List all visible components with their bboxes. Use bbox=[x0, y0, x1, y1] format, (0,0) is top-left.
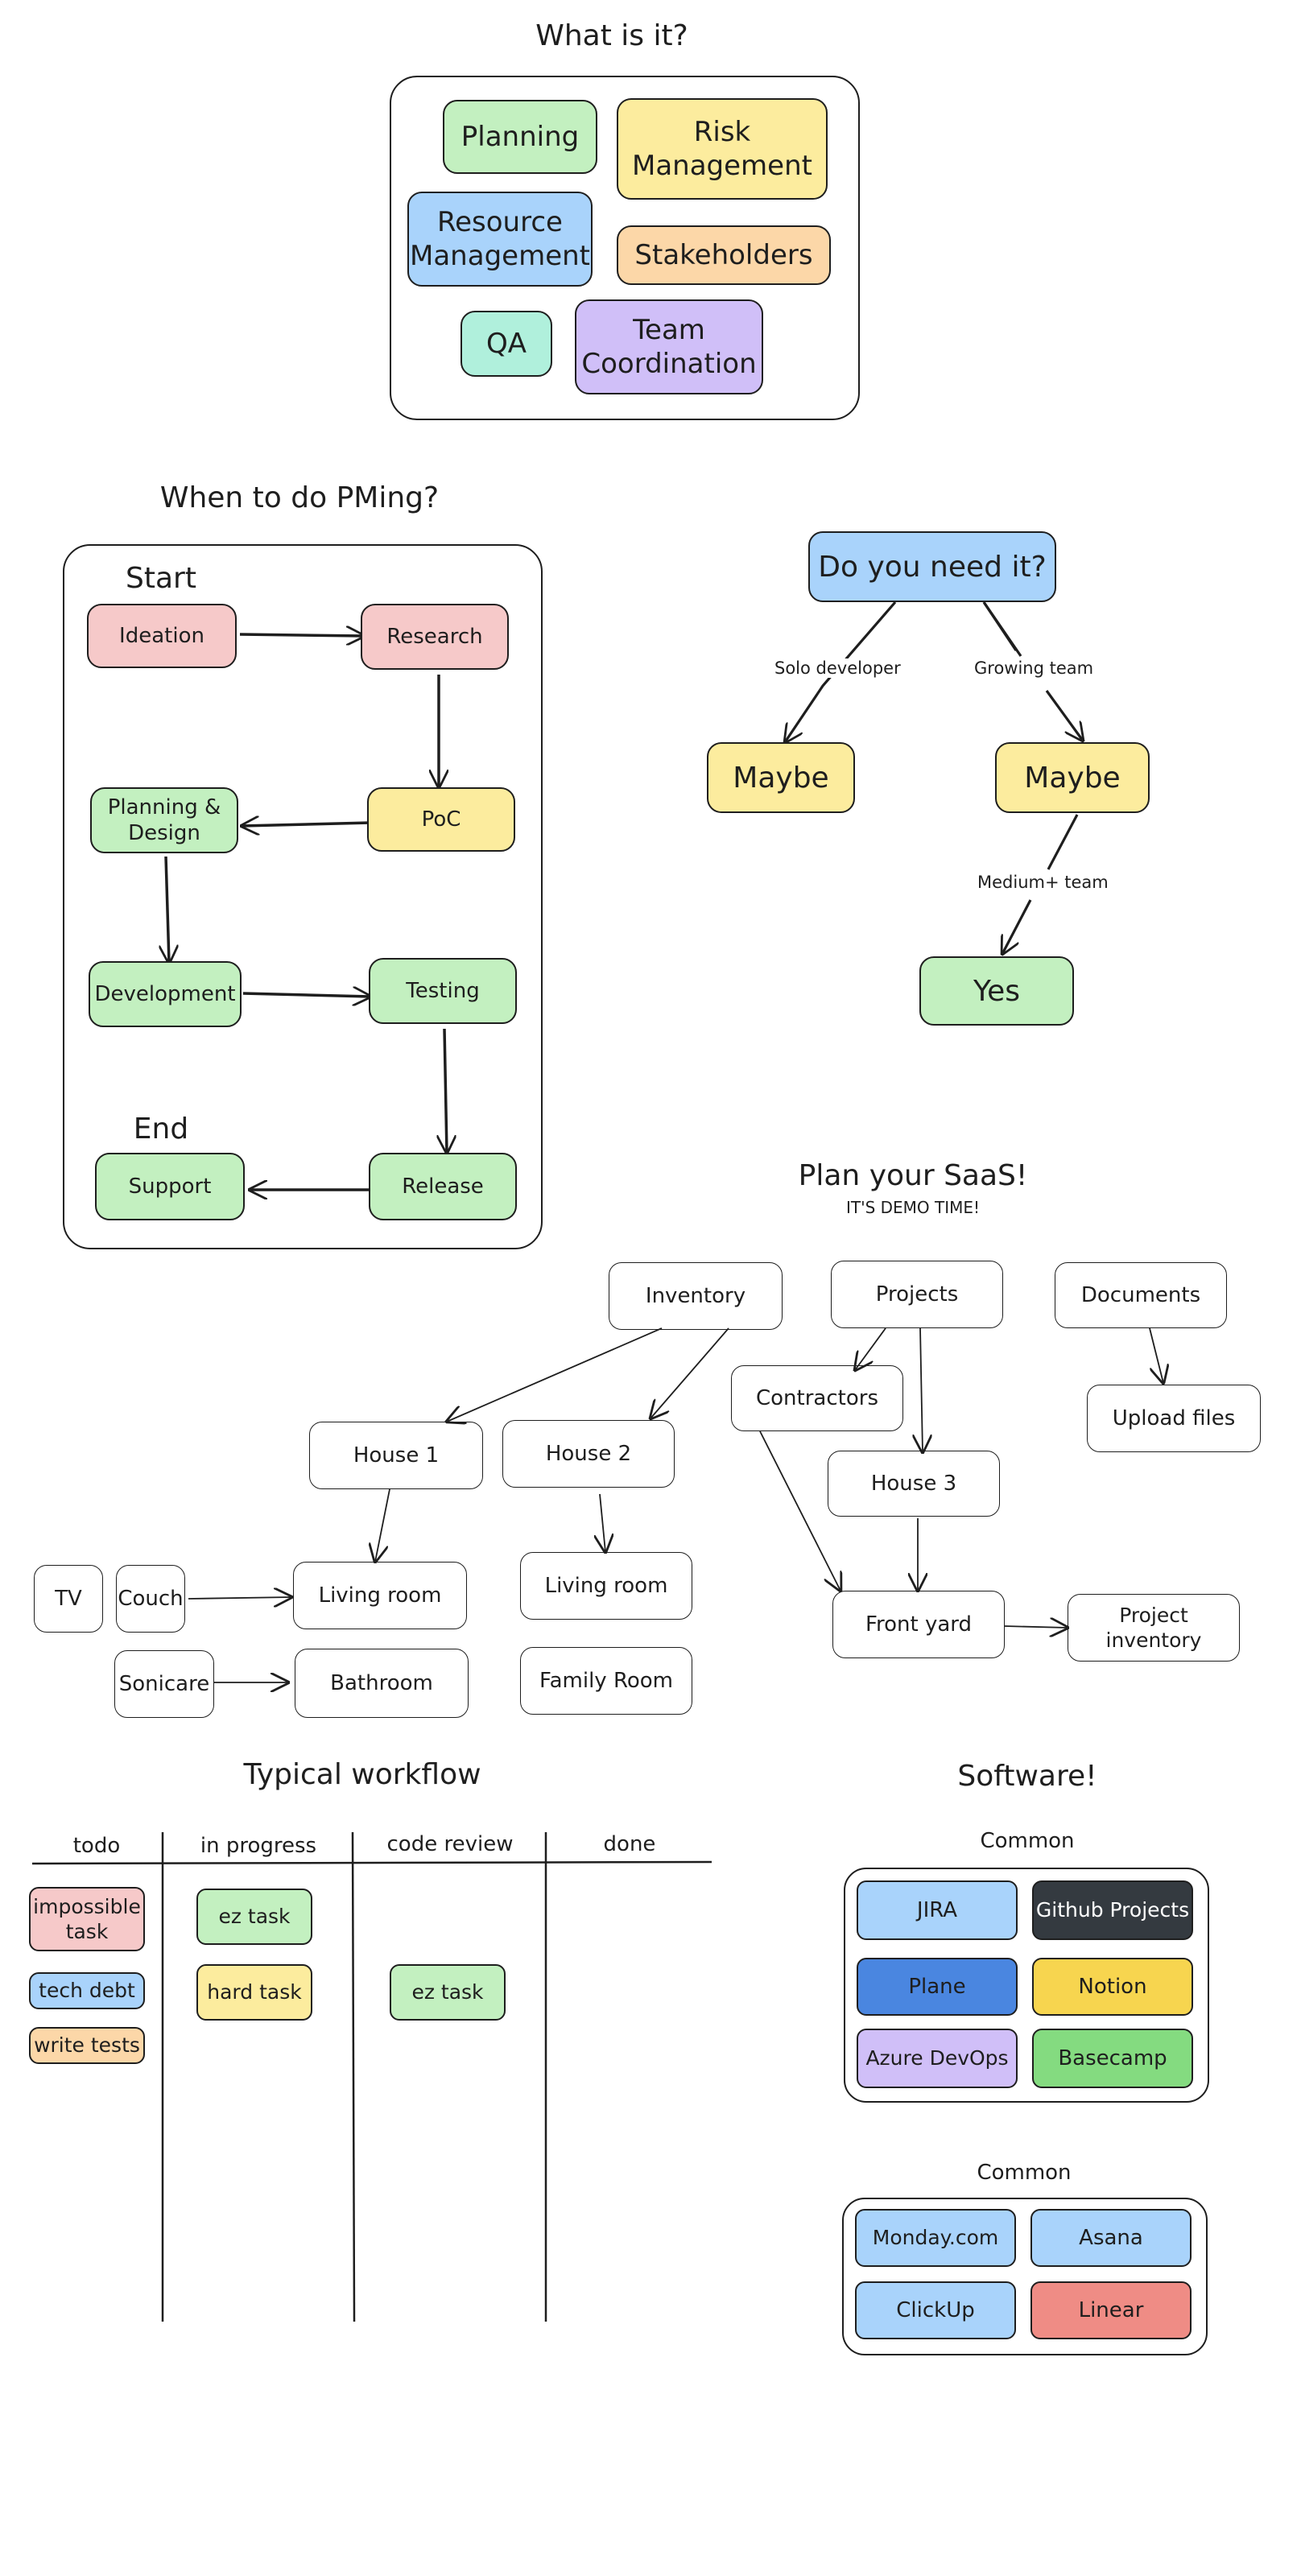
kanban-column-done: done bbox=[603, 1832, 656, 1856]
software-plane[interactable]: Plane bbox=[857, 1958, 1018, 2016]
arrow-house1-livingroom bbox=[375, 1488, 390, 1562]
node-house-1: House 1 bbox=[309, 1422, 483, 1489]
software-notion[interactable]: Notion bbox=[1032, 1958, 1193, 2016]
software-jira[interactable]: JIRA bbox=[857, 1880, 1018, 1940]
line-growing-upper bbox=[982, 601, 1018, 651]
node-family-room: Family Room bbox=[520, 1647, 692, 1715]
what-item-team-coordination: Team Coordination bbox=[575, 299, 763, 394]
what-frame bbox=[390, 76, 860, 420]
step-testing: Testing bbox=[369, 958, 517, 1024]
software-group1-title: Common bbox=[980, 1829, 1075, 1853]
what-item-qa: QA bbox=[461, 311, 552, 377]
step-release: Release bbox=[369, 1153, 517, 1220]
software-monday[interactable]: Monday.com bbox=[855, 2209, 1016, 2267]
label-solo-developer: Solo developer bbox=[771, 658, 904, 678]
node-house-3: House 3 bbox=[828, 1451, 1000, 1517]
arrow-couch-livingroom bbox=[188, 1597, 291, 1599]
what-item-planning: Planning bbox=[443, 100, 597, 174]
software-group2-frame bbox=[842, 2198, 1208, 2355]
node-house-2: House 2 bbox=[502, 1420, 675, 1488]
kanban-divider-2 bbox=[351, 1831, 356, 2322]
arrow-house2-livingroom bbox=[600, 1493, 605, 1552]
software-basecamp[interactable]: Basecamp bbox=[1032, 2029, 1193, 2088]
need-yes: Yes bbox=[919, 956, 1074, 1026]
node-inventory: Inventory bbox=[609, 1262, 783, 1330]
step-research: Research bbox=[361, 604, 509, 670]
node-sonicare: Sonicare bbox=[114, 1650, 214, 1718]
kanban-column-code-review: code review bbox=[386, 1832, 514, 1856]
label-growing-team: Growing team bbox=[971, 658, 1097, 678]
node-couch: Couch bbox=[116, 1565, 185, 1633]
arrow-frontyard-projectinventory bbox=[1004, 1626, 1068, 1628]
kanban-column-in-progress: in progress bbox=[200, 1834, 317, 1858]
card-ez-task-in-progress[interactable]: ez task bbox=[196, 1889, 312, 1945]
software-azure-devops[interactable]: Azure DevOps bbox=[857, 2029, 1018, 2088]
arrow-inventory-house2 bbox=[650, 1327, 729, 1418]
node-tv: TV bbox=[34, 1565, 103, 1633]
start-label: Start bbox=[126, 562, 196, 595]
kanban-header-line bbox=[31, 1860, 712, 1865]
node-projects: Projects bbox=[831, 1261, 1003, 1328]
when-title: When to do PMing? bbox=[159, 481, 440, 514]
step-support: Support bbox=[95, 1153, 245, 1220]
label-medium-team: Medium+ team bbox=[974, 873, 1112, 892]
when-frame bbox=[63, 544, 543, 1249]
step-poc: PoC bbox=[367, 787, 515, 852]
node-contractors: Contractors bbox=[731, 1365, 903, 1431]
workflow-title: Typical workflow bbox=[243, 1758, 481, 1791]
what-title: What is it? bbox=[535, 19, 688, 52]
end-label: End bbox=[133, 1113, 189, 1146]
need-maybe-solo: Maybe bbox=[707, 742, 855, 813]
card-ez-task-code-review[interactable]: ez task bbox=[390, 1964, 506, 2021]
need-question: Do you need it? bbox=[808, 531, 1056, 602]
node-documents: Documents bbox=[1055, 1262, 1227, 1328]
arrow-contractors-frontyard bbox=[759, 1430, 840, 1591]
saas-title: Plan your SaaS! bbox=[798, 1159, 1028, 1192]
step-ideation: Ideation bbox=[87, 604, 237, 668]
what-item-stakeholders: Stakeholders bbox=[617, 225, 831, 285]
saas-subtitle: IT'S DEMO TIME! bbox=[845, 1198, 981, 1217]
software-github-projects[interactable]: Github Projects bbox=[1032, 1880, 1193, 1940]
node-upload-files: Upload files bbox=[1087, 1385, 1261, 1452]
card-hard-task[interactable]: hard task bbox=[196, 1964, 312, 2021]
software-clickup[interactable]: ClickUp bbox=[855, 2281, 1016, 2339]
kanban-column-todo: todo bbox=[72, 1834, 121, 1858]
node-front-yard: Front yard bbox=[832, 1591, 1005, 1658]
software-asana[interactable]: Asana bbox=[1030, 2209, 1192, 2267]
software-linear[interactable]: Linear bbox=[1030, 2281, 1192, 2339]
card-impossible-task[interactable]: impossible task bbox=[29, 1887, 145, 1951]
software-title: Software! bbox=[957, 1760, 1097, 1793]
card-write-tests[interactable]: write tests bbox=[29, 2027, 145, 2064]
node-project-inventory: Project inventory bbox=[1068, 1594, 1240, 1662]
what-item-resource-management: Resource Management bbox=[407, 192, 593, 287]
software-group2-title: Common bbox=[977, 2161, 1072, 2185]
step-planning-design: Planning & Design bbox=[90, 787, 238, 853]
arrow-inventory-house1 bbox=[447, 1327, 663, 1422]
need-maybe-growing: Maybe bbox=[995, 742, 1150, 813]
arrow-projects-house3 bbox=[920, 1327, 923, 1452]
node-living-room-1: Living room bbox=[293, 1562, 467, 1629]
what-item-risk-management: Risk Management bbox=[617, 98, 828, 200]
card-tech-debt[interactable]: tech debt bbox=[29, 1972, 145, 2009]
software-group1-frame bbox=[844, 1868, 1209, 2103]
step-development: Development bbox=[89, 961, 242, 1027]
arrow-documents-upload bbox=[1149, 1327, 1163, 1383]
arrow-projects-contractors bbox=[855, 1327, 886, 1370]
node-bathroom: Bathroom bbox=[295, 1649, 469, 1718]
node-living-room-2: Living room bbox=[520, 1552, 692, 1620]
